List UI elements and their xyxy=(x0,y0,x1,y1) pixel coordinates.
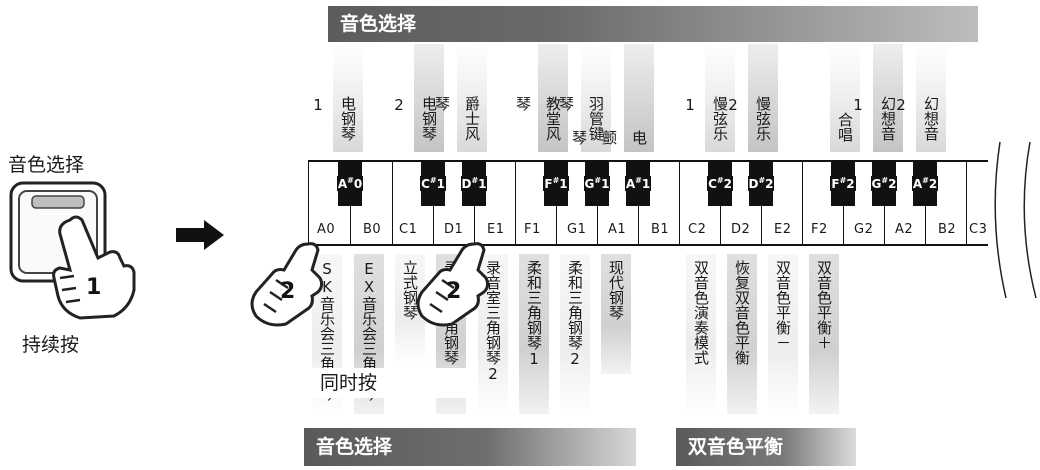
black-key-c-sharp-2[interactable]: C#2 xyxy=(707,162,733,206)
white-key-a0[interactable]: A0 xyxy=(308,162,350,244)
piano-keyboard: A0 B0 C1 D1 E1 F1 G1 A1 B1 C2 D2 E2 F2 G… xyxy=(308,160,988,246)
step-1-number: 1 xyxy=(86,275,101,300)
black-key-d-sharp-2[interactable]: D#2 xyxy=(748,162,774,206)
bottom-label-dual-balance-plus: 双音色平衡＋ xyxy=(809,254,839,414)
hand-press-icon-1: 1 xyxy=(52,215,136,320)
black-key-g-sharp-2[interactable]: G#2 xyxy=(871,162,897,206)
black-key-a-sharp-1[interactable]: A#1 xyxy=(625,162,651,206)
top-label-epiano-1: 电钢琴1 xyxy=(309,44,363,152)
black-key-d-sharp-1[interactable]: D#1 xyxy=(461,162,487,206)
top-label-vibraphone: 电颤琴 xyxy=(570,44,654,152)
simultaneous-press-caption: 同时按 xyxy=(312,368,474,398)
bottom-label-modern-piano: 现代钢琴 xyxy=(601,254,631,374)
top-label-harpsichord: 羽管键琴 xyxy=(557,44,611,152)
top-label-epiano-2: 电钢琴2 xyxy=(390,44,444,152)
black-key-a-sharp-2[interactable]: A#2 xyxy=(912,162,938,206)
hold-caption: 持续按 xyxy=(22,334,80,356)
bottom-label-mellow-grand-1: 柔和三角钢琴1 xyxy=(519,254,549,414)
top-label-slow-strings-1: 慢弦乐1 xyxy=(681,44,735,152)
banner-bottom-dual-balance: 双音色平衡 xyxy=(676,428,856,466)
button-caption: 音色选择 xyxy=(8,154,85,176)
keyboard-break-mark xyxy=(994,141,1037,299)
top-label-choir: 合唱 xyxy=(830,44,860,152)
bottom-label-mellow-grand-2: 柔和三角钢琴2 xyxy=(560,254,590,414)
step-2-number-b: 2 xyxy=(446,279,461,304)
white-key-c1[interactable]: C1 xyxy=(392,162,433,244)
hand-press-icon-2a: 2 xyxy=(250,242,324,327)
step-2-number-a: 2 xyxy=(280,279,295,304)
white-key-c2[interactable]: C2 xyxy=(679,162,720,244)
bottom-label-dual-balance-minus: 双音色平衡－ xyxy=(768,254,798,414)
banner-bottom-voice-select: 音色选择 xyxy=(304,428,636,466)
hand-press-icon-2b: 2 xyxy=(416,242,490,327)
top-label-jazz-organ: 爵士风琴 xyxy=(433,44,487,152)
black-key-f-sharp-1[interactable]: F#1 xyxy=(543,162,569,206)
top-label-church-organ: 教堂风琴 xyxy=(514,44,568,152)
banner-top-voice-select: 音色选择 xyxy=(328,6,978,42)
arrow-right-icon xyxy=(176,220,224,250)
top-label-slow-strings-2: 慢弦乐2 xyxy=(724,44,778,152)
black-key-a-sharp-0[interactable]: A#0 xyxy=(337,162,363,206)
bottom-label-dual-mode: 双音色演奏模式 xyxy=(686,254,716,414)
top-label-new-age-2: 幻想音2 xyxy=(892,44,946,152)
black-key-c-sharp-1[interactable]: C#1 xyxy=(420,162,446,206)
top-label-new-age-1: 幻想音1 xyxy=(849,44,903,152)
black-key-g-sharp-1[interactable]: G#1 xyxy=(584,162,610,206)
bottom-label-dual-balance-reset: 恢复双音色平衡 xyxy=(727,254,757,414)
black-key-f-sharp-2[interactable]: F#2 xyxy=(830,162,856,206)
white-key-c3[interactable]: C3 xyxy=(966,162,988,244)
white-key-f2[interactable]: F2 xyxy=(802,162,843,244)
white-key-f1[interactable]: F1 xyxy=(515,162,556,244)
